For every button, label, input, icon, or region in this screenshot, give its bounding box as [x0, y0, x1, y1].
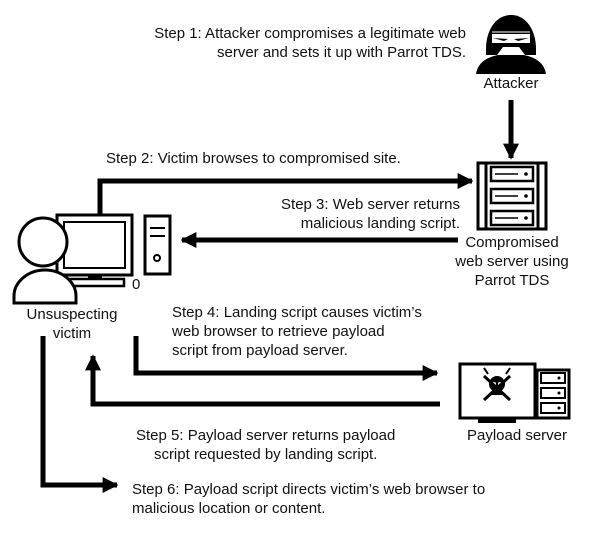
step6-text: Step 6: Payload script directs victim’s …: [132, 481, 486, 517]
victim-label: Unsuspecting victim: [26, 306, 118, 342]
step3-text: Step 3: Web server returns malicious lan…: [281, 196, 460, 232]
skull-monitor-server-icon: [458, 362, 571, 423]
hooded-hacker-icon: [476, 15, 546, 74]
step2-text: Step 2: Victim browses to compromised si…: [106, 150, 401, 167]
payload-server-label: Payload server: [466, 427, 568, 444]
arrow-step4-victim-to-payload: [133, 336, 439, 382]
step1-text: Step 1: Attacker compromises a legitimat…: [154, 25, 466, 61]
arrow-step2-victim-to-server: [97, 172, 474, 214]
step4-text: Step 4: Landing script causes victim’s w…: [172, 304, 422, 359]
arrow-step5-payload-to-victim: [84, 354, 440, 407]
arrow-step6-victim-to-malicious: [40, 336, 119, 494]
server-rack-icon: [476, 161, 548, 231]
step5-text: Step 5: Payload server returns payload s…: [136, 427, 396, 463]
person-at-computer-icon: [12, 213, 172, 305]
victim-mouse-glyph: 0: [132, 276, 140, 293]
compromised-server-label: Compromised web server using Parrot TDS: [455, 234, 569, 289]
attacker-label: Attacker: [483, 75, 539, 92]
